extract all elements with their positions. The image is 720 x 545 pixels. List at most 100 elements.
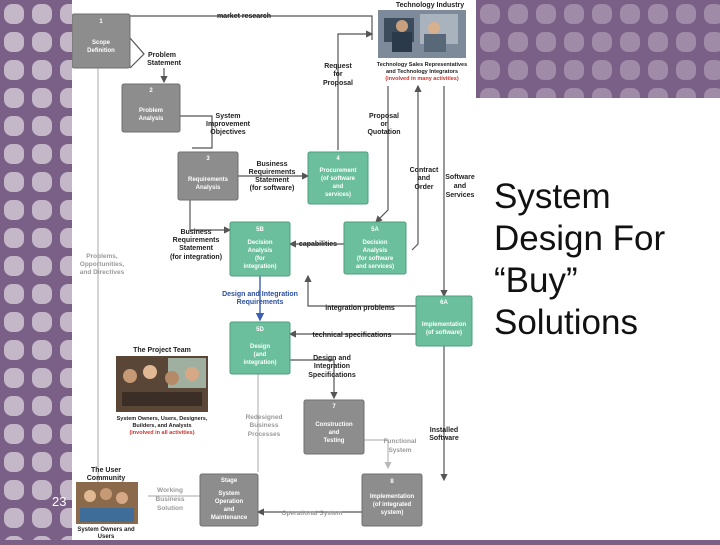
background-dot — [32, 452, 52, 472]
background-dot — [4, 424, 24, 444]
background-dot — [704, 60, 720, 80]
background-dot — [32, 4, 52, 24]
svg-text:Business: Business — [250, 422, 279, 429]
svg-text:Redesigned: Redesigned — [246, 414, 283, 421]
svg-text:The Project Team: The Project Team — [133, 347, 191, 354]
background-dot — [592, 4, 612, 24]
background-dot — [480, 32, 500, 52]
background-dot — [4, 88, 24, 108]
svg-text:Business: Business — [180, 229, 211, 236]
svg-text:Implementation: Implementation — [370, 494, 415, 500]
svg-text:Design and Integration: Design and Integration — [222, 291, 298, 298]
diagram-canvas: 1 Scope Definition 2 Problem Analysis 3 … — [71, 2, 475, 540]
svg-text:(for: (for — [255, 256, 266, 262]
svg-text:4: 4 — [336, 156, 340, 162]
svg-text:Proposal: Proposal — [323, 80, 353, 87]
svg-text:or: or — [381, 121, 388, 128]
background-dot — [32, 340, 52, 360]
svg-text:Testing: Testing — [324, 438, 345, 444]
svg-text:and: and — [329, 430, 340, 436]
box-implementation-software: 6A Implementation (of software) — [415, 295, 473, 347]
background-dot — [676, 32, 696, 52]
title-panel — [476, 98, 720, 540]
svg-text:Decision: Decision — [247, 240, 272, 246]
slide-title: System Design For “Buy” Solutions — [494, 177, 666, 342]
svg-text:System Owners, Users, Designer: System Owners, Users, Designers, — [117, 416, 208, 422]
svg-text:integration): integration) — [244, 360, 277, 366]
svg-text:Problems,: Problems, — [86, 253, 118, 260]
svg-text:Quotation: Quotation — [367, 129, 400, 136]
background-dot — [4, 508, 24, 528]
svg-text:Procurement: Procurement — [319, 168, 356, 174]
background-dot — [4, 60, 24, 80]
background-dot — [32, 508, 52, 528]
svg-text:Services: Services — [446, 192, 475, 199]
svg-text:Processes: Processes — [248, 431, 281, 438]
background-dot — [4, 480, 24, 500]
background-dot — [648, 32, 668, 52]
svg-text:and: and — [418, 175, 430, 182]
background-dot — [508, 32, 528, 52]
svg-text:Business: Business — [156, 496, 185, 503]
svg-text:Installed: Installed — [430, 427, 458, 434]
svg-text:Integration: Integration — [314, 363, 350, 370]
box-procurement: 4 Procurement (of software and services) — [307, 151, 369, 205]
svg-text:Requirements: Requirements — [188, 177, 229, 183]
connectors — [97, 15, 448, 516]
background-dot — [564, 32, 584, 52]
svg-text:and Technology Integrators: and Technology Integrators — [386, 69, 458, 75]
svg-text:System: System — [216, 113, 241, 120]
background-dot — [480, 60, 500, 80]
box-problem-analysis: 2 Problem Analysis — [121, 83, 181, 133]
background-dot — [564, 60, 584, 80]
svg-text:technical specifications: technical specifications — [313, 332, 392, 339]
svg-text:System: System — [388, 447, 411, 454]
svg-text:Design: Design — [250, 344, 270, 350]
svg-text:and: and — [454, 183, 466, 190]
background-dot — [4, 340, 24, 360]
svg-text:Solution: Solution — [157, 505, 183, 512]
svg-text:(involved in all activities): (involved in all activities) — [129, 430, 194, 436]
svg-text:Specifications: Specifications — [308, 372, 356, 379]
svg-text:(for software: (for software — [357, 256, 394, 262]
svg-text:System Owners and: System Owners and — [77, 527, 135, 533]
background-dot — [620, 60, 640, 80]
svg-text:Analysis: Analysis — [248, 248, 273, 254]
background-dot — [592, 32, 612, 52]
background-dot — [676, 60, 696, 80]
background-dot — [4, 368, 24, 388]
brs-integration-line — [189, 200, 232, 234]
background-dot — [32, 200, 52, 220]
svg-text:Analysis: Analysis — [363, 248, 388, 254]
svg-text:Statement: Statement — [147, 60, 182, 67]
box-requirements-analysis: 3 Requirements Analysis — [177, 151, 239, 201]
svg-text:integration): integration) — [244, 264, 277, 270]
background-dot — [704, 4, 720, 24]
svg-text:3: 3 — [206, 156, 210, 162]
svg-text:8: 8 — [390, 479, 394, 485]
background-dot — [32, 32, 52, 52]
request-for-proposal-line — [337, 30, 374, 150]
svg-text:Stage: Stage — [221, 478, 238, 484]
background-dot — [704, 32, 720, 52]
svg-text:(for software): (for software) — [250, 185, 295, 192]
background-dot — [676, 4, 696, 24]
svg-text:Statement: Statement — [255, 177, 290, 184]
svg-text:5A: 5A — [371, 227, 379, 233]
background-dot — [508, 60, 528, 80]
svg-text:Working: Working — [157, 487, 183, 494]
background-dot — [4, 200, 24, 220]
svg-text:Maintenance: Maintenance — [211, 515, 248, 521]
background-dot — [4, 32, 24, 52]
svg-text:Proposal: Proposal — [369, 113, 399, 120]
background-dot — [620, 4, 640, 24]
svg-text:Order: Order — [414, 184, 433, 191]
svg-text:and: and — [333, 184, 344, 190]
svg-text:2: 2 — [149, 88, 153, 94]
svg-text:Problem: Problem — [148, 52, 176, 59]
background-dot — [4, 172, 24, 192]
svg-text:Users: Users — [98, 534, 115, 540]
objectives-line — [180, 115, 213, 149]
svg-text:Decision: Decision — [362, 240, 387, 246]
svg-text:Technology Sales Representativ: Technology Sales Representatives — [377, 62, 467, 68]
